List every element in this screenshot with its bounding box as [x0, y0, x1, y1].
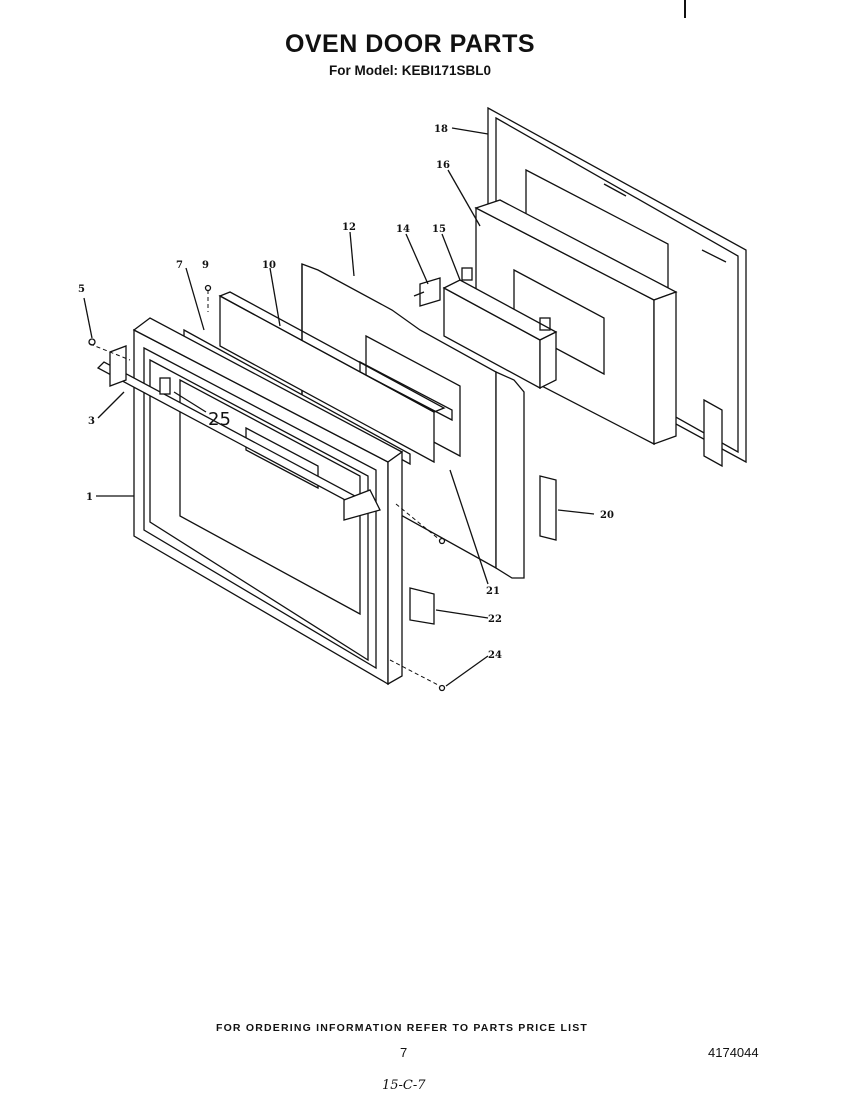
callout-24: 24	[488, 650, 502, 661]
corner-mark	[684, 0, 686, 18]
part-14-bracket	[413, 277, 441, 307]
callout-labels: 18 16 12 14 15 7 9 10 5 3 25 1 20 21 22 …	[78, 124, 614, 661]
page-title: OVEN DOOR PARTS	[284, 30, 536, 58]
callout-15: 15	[432, 224, 446, 235]
callout-12: 12	[342, 222, 356, 233]
callout-7: 7	[176, 260, 183, 271]
handwritten-note: 15-C-7	[382, 1078, 426, 1093]
callout-25: 25	[208, 409, 231, 430]
part-10-glass	[218, 291, 446, 464]
callout-18: 18	[434, 124, 448, 135]
callout-3: 3	[88, 416, 95, 427]
callout-10: 10	[262, 260, 276, 271]
document-number: 4174044	[708, 1045, 759, 1060]
callout-1: 1	[86, 492, 93, 503]
part-16-insulation	[474, 199, 678, 446]
ordering-note: FOR ORDERING INFORMATION REFER TO PARTS …	[215, 1022, 589, 1034]
part-22-bracket	[409, 587, 435, 625]
part-15-vent	[442, 267, 558, 390]
callout-14: 14	[396, 224, 410, 235]
leader-lines	[83, 127, 595, 687]
callout-9: 9	[202, 260, 209, 271]
part-20-hinge	[539, 475, 557, 541]
callout-21: 21	[486, 586, 500, 597]
page-number: 7	[400, 1045, 408, 1060]
callout-16: 16	[436, 160, 450, 171]
model-subtitle: For Model: KEBI171SBL0	[328, 63, 492, 78]
screws-and-alignment	[88, 284, 446, 692]
callout-22: 22	[488, 614, 502, 625]
callout-20: 20	[600, 510, 614, 521]
part-3-handle	[96, 345, 381, 521]
callout-5: 5	[78, 284, 85, 295]
part-25-clip	[159, 377, 171, 395]
